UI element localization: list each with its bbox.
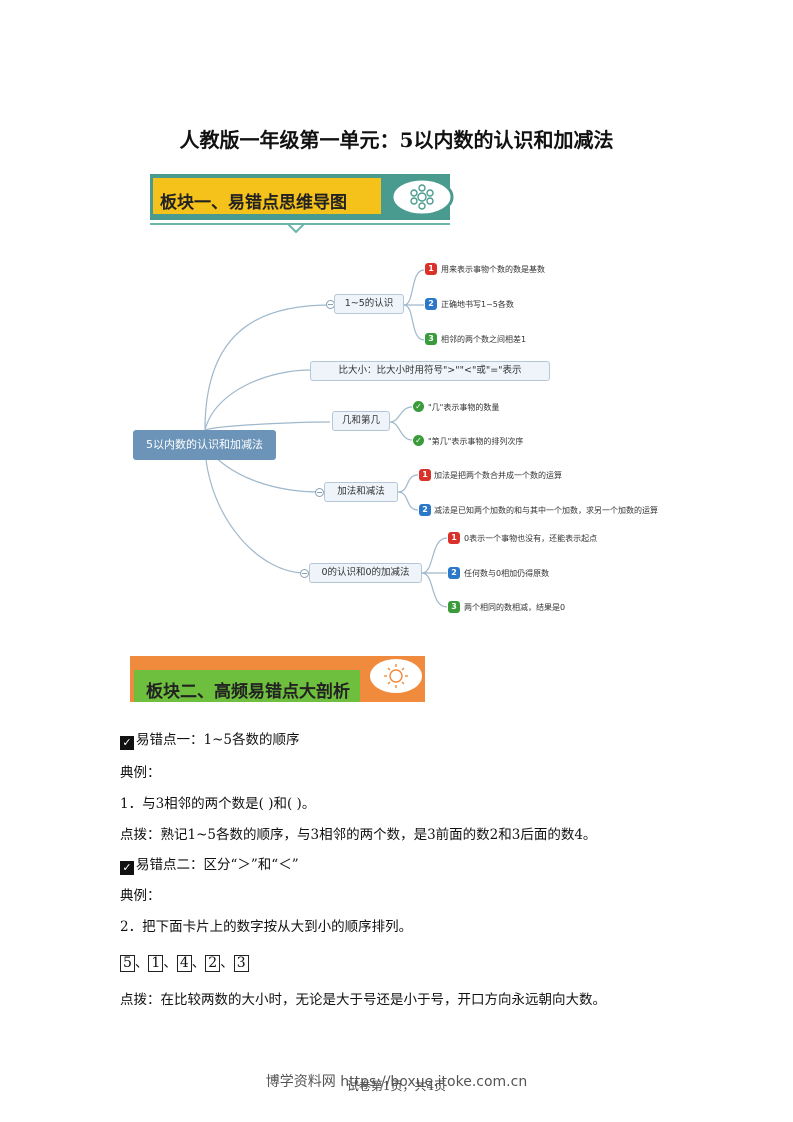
page-number: 试卷第1页，共4页: [346, 1079, 447, 1093]
mindmap-branch-4: 加法和减法: [324, 482, 398, 502]
number-1-icon: 1: [419, 469, 431, 481]
error-point-1-title: 易错点一：1~5各数的顺序: [136, 732, 300, 748]
banner-1-graphic: [150, 174, 454, 234]
mindmap-branch-1: 1~5的认识: [334, 294, 404, 314]
mindmap-branch-5: 0的认识和0的加减法: [309, 563, 422, 583]
number-2-icon: 2: [448, 567, 460, 579]
mindmap: 5以内数的认识和加减法 1~5的认识 1 用来表示事物个数的数是基数 2 正确地…: [0, 250, 793, 620]
number-3-icon: 3: [425, 333, 437, 345]
number-1-icon: 1: [425, 263, 437, 275]
question-2: 2．把下面卡片上的数字按从大到小的顺序排列。: [120, 919, 413, 935]
mindmap-leaf: 任何数与0相加仍得原数: [464, 569, 550, 578]
number-1-icon: 1: [448, 532, 460, 544]
separator: 、: [134, 955, 149, 971]
number-card: 1: [148, 955, 164, 972]
section-banner-2: 板块二、高频易错点大剖析: [130, 654, 430, 708]
check-icon: ✓: [413, 435, 424, 446]
error-point-2-title: 易错点二：区分“＞”和“＜”: [136, 857, 299, 873]
number-cards: 5、1、4、2、3: [120, 951, 249, 972]
example-label: 典例：: [120, 765, 161, 781]
mindmap-leaf: 两个相同的数相减，结果是0: [464, 603, 566, 612]
number-card: 4: [176, 955, 192, 972]
banner-1-label: 板块一、易错点思维导图: [160, 193, 347, 213]
collapse-toggle[interactable]: [300, 569, 309, 578]
separator: 、: [191, 955, 206, 971]
mindmap-leaf: "第几"表示事物的排列次序: [428, 437, 524, 446]
mindmap-root: 5以内数的认识和加减法: [133, 430, 276, 460]
error-point-1: ✓易错点一：1~5各数的顺序: [120, 728, 300, 750]
separator: 、: [220, 955, 234, 971]
section-banner-1: 板块一、易错点思维导图: [150, 172, 465, 234]
banner-2-graphic: [130, 656, 425, 702]
mindmap-leaf: 0表示一个事物也没有，还能表示起点: [464, 534, 598, 543]
mindmap-leaf: 相邻的两个数之间相差1: [441, 335, 527, 344]
separator: 、: [163, 955, 177, 971]
mindmap-branch-2: 比大小：比大小时用符号">""<"或"="表示: [310, 361, 550, 381]
number-card: 5: [120, 955, 135, 972]
error-point-2: ✓易错点二：区分“＞”和“＜”: [120, 853, 299, 875]
number-card: 2: [205, 955, 221, 972]
page-title: 人教版一年级第一单元：5以内数的认识和加减法: [179, 128, 614, 152]
mindmap-leaf: 用来表示事物个数的数是基数: [441, 265, 545, 274]
number-card: 3: [233, 955, 249, 972]
checkbox-icon: ✓: [120, 736, 134, 750]
mindmap-leaf: 加法是把两个数合并成一个数的运算: [434, 471, 562, 480]
mindmap-connectors: [204, 269, 448, 608]
number-3-icon: 3: [448, 601, 460, 613]
example-label: 典例：: [120, 888, 161, 904]
collapse-toggle[interactable]: [315, 488, 324, 497]
banner-2-label: 板块二、高频易错点大剖析: [146, 682, 350, 702]
number-2-icon: 2: [419, 504, 431, 516]
check-icon: ✓: [413, 401, 424, 412]
question-1: 1．与3相邻的两个数是( )和( )。: [120, 796, 316, 812]
watermark: 博学资料网 https://boxue.itoke.com.cn: [265, 1074, 528, 1090]
hint-2: 点拨：在比较两数的大小时，无论是大于号还是小于号，开口方向永远朝向大数。: [120, 992, 606, 1008]
mindmap-leaf: "几"表示事物的数量: [428, 403, 500, 412]
mindmap-leaf: 正确地书写1~5各数: [441, 300, 514, 309]
number-2-icon: 2: [425, 298, 437, 310]
mindmap-leaf: 减法是已知两个加数的和与其中一个加数，求另一个加数的运算: [434, 506, 658, 515]
footer: 试卷第1页，共4页 博学资料网 https://boxue.itoke.com.…: [0, 1071, 793, 1093]
hint-1: 点拨：熟记1~5各数的顺序，与3相邻的两个数，是3前面的数2和3后面的数4。: [120, 827, 597, 843]
mindmap-branch-3: 几和第几: [332, 411, 390, 431]
checkbox-icon: ✓: [120, 861, 134, 875]
